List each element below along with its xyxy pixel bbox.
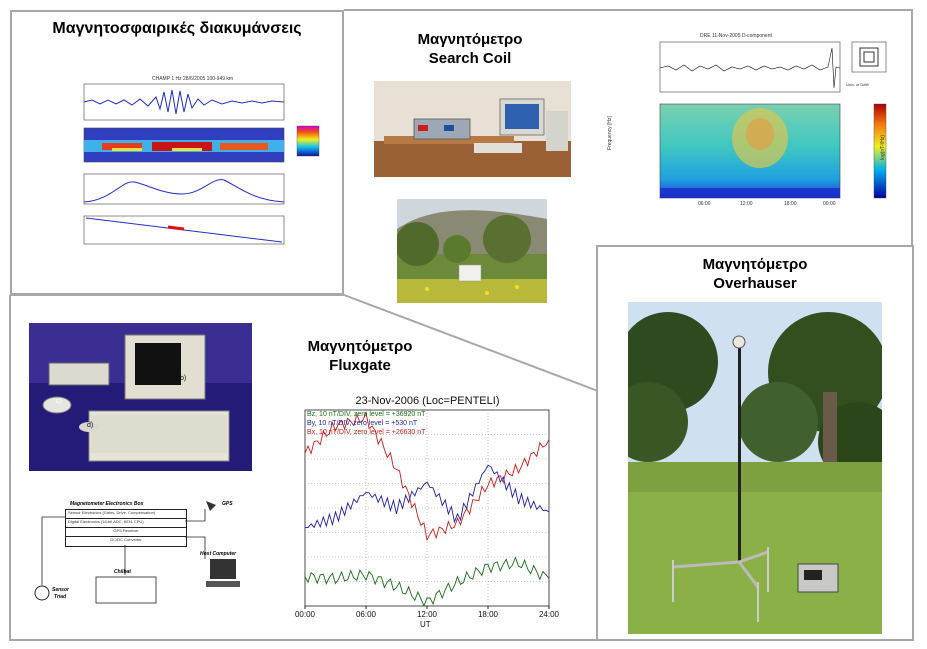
magnetosphere-panel: Μαγνητοσφαιρικές διακυμάνσεις CHAMP 1 Hz… bbox=[10, 10, 344, 295]
series-line-2 bbox=[304, 556, 550, 608]
search-coil-title-line2: Search Coil bbox=[428, 50, 512, 67]
wavelet-colorbar bbox=[296, 125, 320, 157]
diagram-host-label: Host Computer bbox=[200, 551, 237, 557]
spectrogram-time-series bbox=[659, 47, 841, 89]
fluxgate-title-line1: Μαγνητόμετρο bbox=[307, 338, 413, 355]
overhauser-panel: Μαγνητόμετρο Overhauser bbox=[596, 245, 914, 641]
x-tick-label: 24:00 bbox=[539, 610, 560, 619]
champ-plot-title: CHAMP 1 Hz 28/6/2005 100-949 km bbox=[152, 76, 234, 82]
legend-by: By, 10 nT/DIV, zero level = +530 nT bbox=[307, 420, 418, 427]
diagram-chilbat-label: Chilbat bbox=[114, 569, 131, 575]
overhauser-title-line1: Μαγνητόμετρο bbox=[702, 256, 808, 273]
label-d: d) bbox=[87, 422, 94, 429]
x-tick-label: 06:00 bbox=[356, 610, 377, 619]
champ-wave-trace bbox=[83, 89, 285, 115]
diagram-main-box-title: Magnetometer Electronics Box bbox=[70, 501, 144, 507]
spectrogram-xtick-4: 00:00 bbox=[823, 201, 836, 207]
label-b: b) bbox=[180, 375, 187, 382]
series-line-1 bbox=[304, 464, 550, 529]
legend-bz: Bz, 10 nT/DIV, zero level = +36920 nT bbox=[307, 411, 426, 418]
diagram-sensor-label-1: Sensor bbox=[52, 587, 69, 593]
magnetosphere-title: Μαγνητοσφαιρικές διακυμάνσεις bbox=[52, 20, 302, 37]
spectrogram-xtick-2: 12:00 bbox=[740, 201, 753, 207]
fluxgate-xlabel: UT bbox=[420, 620, 431, 629]
fluxgate-chart-title: 23-Nov-2006 (Loc=PENTELI) bbox=[355, 395, 500, 407]
spectrogram-colorbar bbox=[873, 103, 887, 199]
legend-bx: Bx, 10 nT/DIV, zero level = +26630 nT bbox=[307, 429, 426, 436]
spectrogram-xtick-3: 18:00 bbox=[784, 201, 797, 207]
fluxgate-equipment-photo: b) c) d) bbox=[29, 323, 252, 471]
spectrogram-figure bbox=[659, 41, 887, 199]
champ-multi-plot bbox=[83, 83, 320, 245]
electronics-block-diagram: Magnetometer Electronics Box Sensor Elec… bbox=[30, 497, 260, 612]
overhauser-field-photo bbox=[628, 302, 882, 634]
diagram-main-box: Sensor Electronics (Gains, Drive, Compen… bbox=[65, 509, 187, 547]
x-tick-label: 00:00 bbox=[295, 610, 316, 619]
x-tick-label: 12:00 bbox=[417, 610, 438, 619]
diagram-row-4: DC/DC Converter bbox=[110, 537, 142, 542]
search-coil-field-photo bbox=[397, 199, 547, 303]
series-line-0 bbox=[304, 410, 550, 542]
diagram-sensor-label-2: Triad bbox=[54, 594, 67, 600]
spectrogram-xtick-1: 06:00 bbox=[698, 201, 711, 207]
search-coil-title-line1: Μαγνητόμετρο bbox=[417, 31, 523, 48]
champ-bump-trace bbox=[83, 179, 285, 203]
diagram-gps-label: GPS bbox=[222, 501, 233, 507]
spectrogram-title: DRE 11-Nov-2005 D-component bbox=[700, 33, 772, 39]
label-c: c) bbox=[56, 398, 62, 405]
fluxgate-title-line2: Fluxgate bbox=[329, 357, 391, 374]
search-coil-lab-photo bbox=[374, 81, 571, 177]
spectrogram-logo-text: Univ. of Delft bbox=[846, 82, 869, 87]
overhauser-title-line2: Overhauser bbox=[713, 275, 797, 292]
x-tick-label: 18:00 bbox=[478, 610, 499, 619]
latitude-line bbox=[85, 217, 283, 243]
diagram-row-2: Digital Electronics (16-bit ADC, 8031 CP… bbox=[66, 519, 186, 528]
diagram-row-1: Sensor Electronics (Gains, Drive, Compen… bbox=[66, 510, 186, 519]
diagram-row-3: GPS Receiver bbox=[66, 528, 186, 537]
